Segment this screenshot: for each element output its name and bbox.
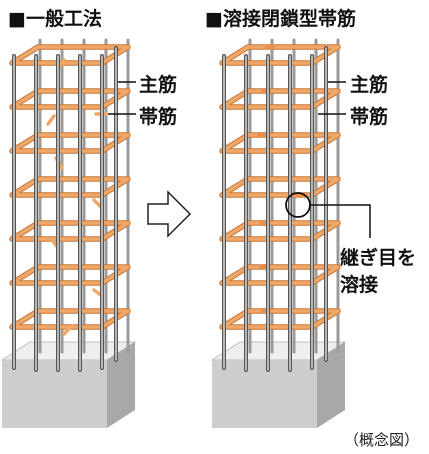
right-column — [210, 38, 371, 428]
label-hoop-right: 帯筋 — [350, 106, 389, 128]
right-leader-lines — [310, 81, 371, 238]
left-leader-lines — [108, 81, 136, 115]
label-weld-line2: 溶接 — [340, 274, 379, 296]
conceptual-diagram-note: （概念図） — [343, 431, 419, 449]
left-front-bars — [12, 46, 118, 372]
label-hoop-left: 帯筋 — [139, 106, 178, 128]
right-hoops — [219, 44, 341, 330]
label-main-bar-right: 主筋 — [350, 74, 389, 96]
title-general-method: ■一般工法 — [8, 8, 102, 30]
right-arrow-outline-icon — [147, 190, 192, 238]
left-hoops — [9, 44, 131, 336]
title-welded-closed-hoop: ■溶接閉鎖型帯筋 — [205, 8, 356, 30]
label-main-bar-left: 主筋 — [139, 74, 178, 96]
left-column — [0, 38, 137, 428]
label-weld-line1: 継ぎ目を — [340, 247, 417, 269]
